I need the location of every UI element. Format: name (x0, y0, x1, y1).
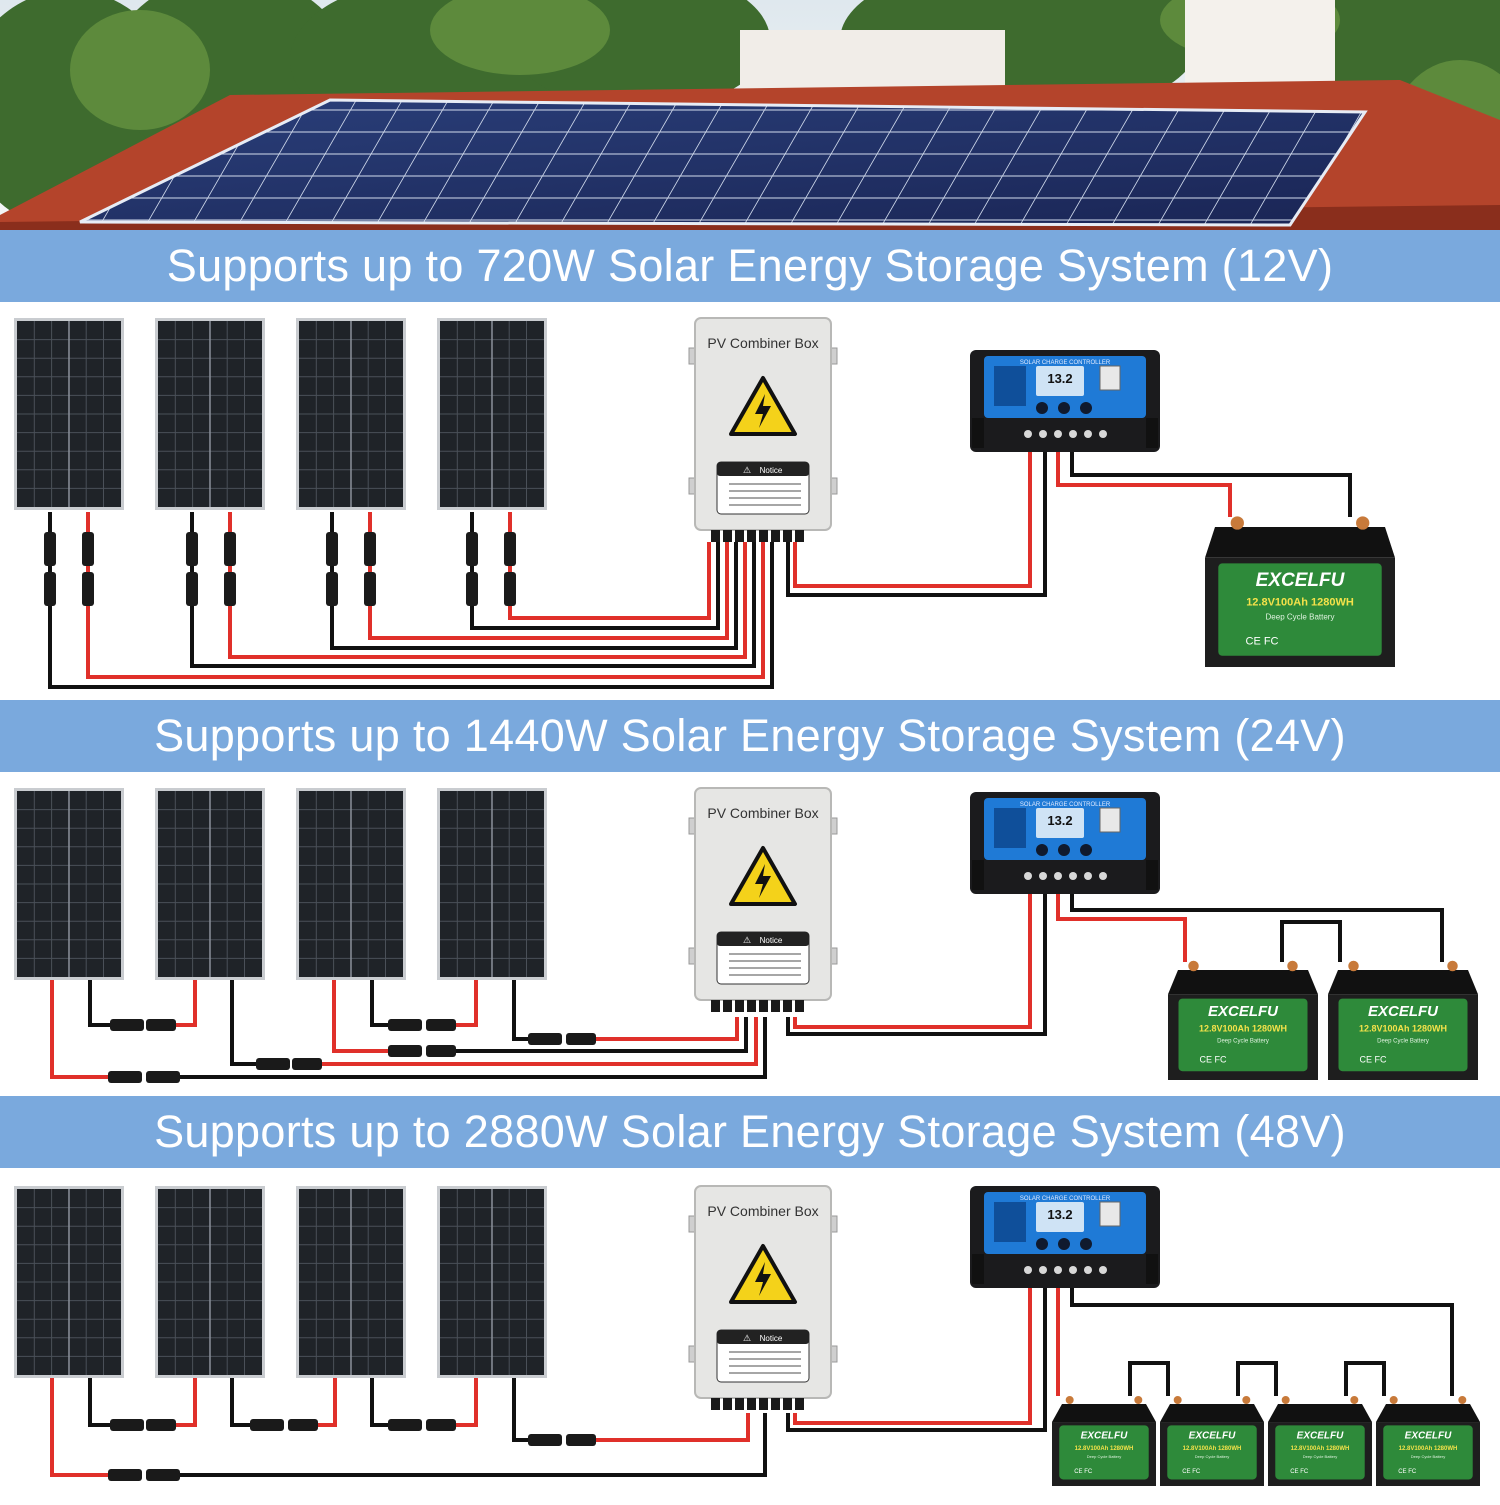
solar-panel (296, 788, 406, 980)
high-voltage-warning-icon (729, 846, 797, 906)
battery-certification-marks: CE FC (1200, 1054, 1228, 1064)
section-3-title: Supports up to 2880W Solar Energy Storag… (154, 1106, 1346, 1157)
section-3-wires (50, 1288, 1454, 1477)
solar-charge-controller: SOLAR CHARGE CONTROLLER 13.2 (970, 792, 1160, 894)
battery-certification-marks: CE FC (1246, 636, 1279, 648)
solar-panel (296, 318, 406, 510)
svg-text:⚠: ⚠ (743, 1333, 751, 1343)
svg-text:⚠: ⚠ (743, 935, 751, 945)
notice-label: Notice (760, 466, 783, 475)
lifepo4-battery: EXCELFU 12.8V100Ah 1280WH Deep Cycle Batte… (1376, 1396, 1480, 1486)
solar-panel (155, 318, 265, 510)
battery-brand: EXCELFU (1297, 1430, 1344, 1441)
solar-panel (14, 788, 124, 980)
battery-spec: 12.8V100Ah 1280WH (1246, 596, 1354, 608)
solar-panel (14, 1186, 124, 1378)
battery-certification-marks: CE FC (1074, 1469, 1093, 1475)
solar-panel (437, 1186, 547, 1378)
battery-brand: EXCELFU (1189, 1430, 1236, 1441)
battery-type: Deep Cycle Battery (1266, 612, 1335, 621)
solar-panel (437, 788, 547, 980)
lifepo4-battery: EXCELFU 12.8V100Ah 1280WH Deep Cycle Batte… (1205, 516, 1395, 667)
high-voltage-warning-icon (729, 376, 797, 436)
battery-spec: 12.8V100Ah 1280WH (1183, 1446, 1242, 1452)
combiner-box-label: PV Combiner Box (707, 1203, 818, 1219)
controller-title: SOLAR CHARGE CONTROLLER (1020, 1196, 1111, 1202)
section-2-mc4-connectors (108, 1019, 596, 1083)
section-2-title-band: Supports up to 1440W Solar Energy Storag… (0, 700, 1500, 772)
battery-certification-marks: CE FC (1182, 1469, 1201, 1475)
battery-type: Deep Cycle Battery (1087, 1454, 1121, 1459)
combiner-box-label: PV Combiner Box (707, 335, 818, 351)
section-2-wires (50, 892, 1444, 1079)
section-1-mc4-connectors (44, 532, 516, 606)
battery-brand: EXCELFU (1405, 1430, 1452, 1441)
combiner-box-label: PV Combiner Box (707, 805, 818, 821)
notice-label: Notice (760, 1334, 783, 1343)
battery-type: Deep Cycle Battery (1377, 1039, 1429, 1045)
battery-spec: 12.8V100Ah 1280WH (1399, 1446, 1458, 1452)
controller-display: 13.2 (1047, 813, 1072, 828)
section-3-mc4-connectors (108, 1419, 596, 1481)
battery-certification-marks: CE FC (1290, 1469, 1309, 1475)
lifepo4-battery: EXCELFU 12.8V100Ah 1280WH Deep Cycle Batte… (1328, 960, 1478, 1080)
battery-spec: 12.8V100Ah 1280WH (1075, 1446, 1134, 1452)
solar-charge-controller: SOLAR CHARGE CONTROLLER 13.2 (970, 350, 1160, 452)
lifepo4-battery: EXCELFU 12.8V100Ah 1280WH Deep Cycle Batte… (1160, 1396, 1264, 1486)
controller-display: 13.2 (1047, 371, 1072, 386)
battery-certification-marks: CE FC (1360, 1054, 1388, 1064)
section-3-title-band: Supports up to 2880W Solar Energy Storag… (0, 1096, 1500, 1168)
section-1-title: Supports up to 720W Solar Energy Storage… (166, 240, 1334, 291)
battery-type: Deep Cycle Battery (1303, 1454, 1337, 1459)
section-2-title: Supports up to 1440W Solar Energy Storag… (154, 710, 1346, 761)
battery-brand: EXCELFU (1208, 1003, 1279, 1020)
battery-brand: EXCELFU (1368, 1003, 1439, 1020)
lifepo4-battery: EXCELFU 12.8V100Ah 1280WH Deep Cycle Batte… (1168, 960, 1318, 1080)
lifepo4-battery: EXCELFU 12.8V100Ah 1280WH Deep Cycle Batte… (1268, 1396, 1372, 1486)
battery-certification-marks: CE FC (1398, 1469, 1417, 1475)
controller-title: SOLAR CHARGE CONTROLLER (1020, 802, 1111, 808)
controller-display: 13.2 (1047, 1207, 1072, 1222)
high-voltage-warning-icon (729, 1244, 797, 1304)
section-1-title-band: Supports up to 720W Solar Energy Storage… (0, 230, 1500, 302)
solar-charge-controller: SOLAR CHARGE CONTROLLER 13.2 (970, 1186, 1160, 1288)
hero-rooftop-photo (0, 0, 1500, 230)
battery-spec: 12.8V100Ah 1280WH (1359, 1024, 1447, 1034)
battery-spec: 12.8V100Ah 1280WH (1291, 1446, 1350, 1452)
notice-label: Notice (760, 936, 783, 945)
lifepo4-battery: EXCELFU 12.8V100Ah 1280WH Deep Cycle Batte… (1052, 1396, 1156, 1486)
solar-panel (155, 1186, 265, 1378)
solar-panel (296, 1186, 406, 1378)
solar-panel (155, 788, 265, 980)
battery-spec: 12.8V100Ah 1280WH (1199, 1024, 1287, 1034)
battery-brand: EXCELFU (1256, 570, 1346, 591)
controller-title: SOLAR CHARGE CONTROLLER (1020, 360, 1111, 366)
solar-panel (14, 318, 124, 510)
battery-type: Deep Cycle Battery (1411, 1454, 1445, 1459)
svg-text:⚠: ⚠ (743, 465, 751, 475)
solar-panel (437, 318, 547, 510)
battery-type: Deep Cycle Battery (1217, 1039, 1269, 1045)
battery-type: Deep Cycle Battery (1195, 1454, 1229, 1459)
battery-brand: EXCELFU (1081, 1430, 1128, 1441)
